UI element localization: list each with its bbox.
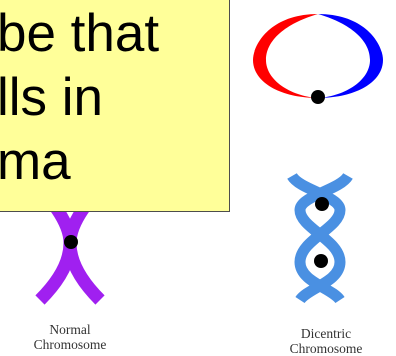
- dicentric-centromere-bottom: [314, 254, 328, 268]
- normal-centromere: [64, 235, 78, 249]
- normal-caption-line2: Chromosome: [20, 337, 120, 352]
- ring-chromosome: [253, 14, 383, 104]
- dicentric-caption: Dicentric Chromosome: [276, 326, 376, 356]
- dicentric-centromere-top: [315, 197, 329, 211]
- ring-left-half: [253, 14, 318, 98]
- callout-line-2: lls in: [0, 71, 103, 124]
- normal-caption-line1: Normal: [20, 322, 120, 337]
- callout-line-3: ma: [0, 135, 71, 188]
- dicentric-caption-line1: Dicentric: [276, 326, 376, 341]
- ring-right-half: [318, 14, 383, 98]
- callout-box: be that lls in ma: [0, 0, 230, 212]
- normal-caption: Normal Chromosome: [20, 322, 120, 352]
- dicentric-caption-line2: Chromosome: [276, 341, 376, 356]
- callout-line-1: be that: [0, 7, 159, 60]
- ring-centromere: [311, 90, 325, 104]
- dicentric-chromosome: [292, 176, 348, 300]
